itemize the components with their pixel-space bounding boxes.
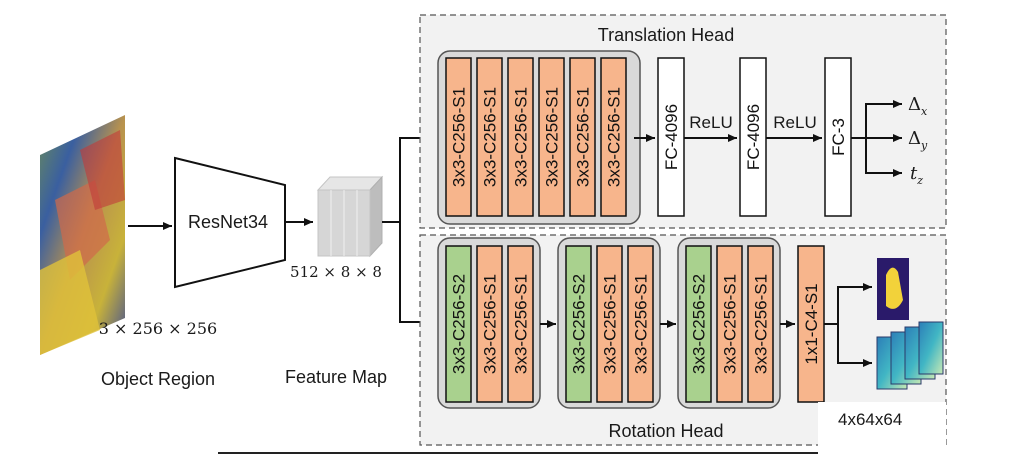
translation-conv-1-label: 3x3-C256-S1: [450, 87, 469, 187]
relu2-label: ReLU: [773, 113, 816, 132]
rotation-g3-conv-2-block: [716, 245, 743, 403]
arrow-to-coord-output: [837, 324, 872, 367]
rotation-g3-conv-1-block: [685, 245, 712, 403]
rotation-g3-conv-1-label: 3x3-C256-S2: [690, 274, 709, 374]
fc1-label: FC-4096: [662, 104, 681, 170]
rotation-head-title: Rotation Head: [608, 421, 723, 441]
arrow-to-dx: [865, 100, 902, 138]
translation-conv-5-label: 3x3-C256-S1: [574, 87, 593, 187]
translation-conv-2-block: [476, 57, 503, 217]
output-dy: Δy: [908, 128, 928, 152]
translation-conv-6-block: [600, 57, 627, 217]
rotation-g2-conv-1-block: [565, 245, 592, 403]
feature-map-cube: [316, 175, 384, 258]
rotation-g1-conv-3-block: [507, 245, 534, 403]
rotation-g3-conv-3-label: 3x3-C256-S1: [752, 274, 771, 374]
output-shape-label: 4x64x64: [838, 410, 902, 429]
rotation-g2-conv-3-block: [627, 245, 654, 403]
fc3-block: [824, 57, 852, 217]
translation-conv-4-block: [538, 57, 565, 217]
arrow-to-mask-output: [837, 283, 872, 324]
output-dx: Δx: [908, 94, 928, 118]
input-caption: Object Region: [101, 369, 215, 389]
final-conv-label: 1x1-C4-S1: [802, 283, 821, 364]
relu1-label: ReLU: [689, 113, 732, 132]
rotation-g1-conv-1-block: [445, 245, 472, 403]
translation-conv-6-label: 3x3-C256-S1: [605, 87, 624, 187]
fc1-block: [657, 57, 685, 217]
translation-conv-4-label: 3x3-C256-S1: [543, 87, 562, 187]
fc2-label: FC-4096: [744, 104, 763, 170]
rotation-g3-conv-2-label: 3x3-C256-S1: [721, 274, 740, 374]
rotation-g1-conv-2-block: [476, 245, 503, 403]
translation-conv-3-block: [507, 57, 534, 217]
feature-map-caption: Feature Map: [285, 367, 387, 387]
rotation-g2-conv-2-label: 3x3-C256-S1: [601, 274, 620, 374]
rotation-g1-conv-3-label: 3x3-C256-S1: [512, 274, 531, 374]
translation-conv-5-block: [569, 57, 596, 217]
input-shape-label: 3 × 256 × 256: [99, 319, 217, 338]
backbone-label: ResNet34: [188, 212, 268, 232]
translation-conv-1-block: [445, 57, 472, 217]
translation-conv-2-label: 3x3-C256-S1: [481, 87, 500, 187]
rotation-g1-conv-2-label: 3x3-C256-S1: [481, 274, 500, 374]
arrow-to-tz: [865, 138, 902, 177]
backbone-block: [174, 156, 286, 289]
rotation-g3-conv-3-block: [747, 245, 774, 403]
rotation-g1-conv-1-label: 3x3-C256-S2: [450, 274, 469, 374]
mask-output-image: [877, 258, 909, 320]
translation-head-title: Translation Head: [598, 25, 734, 45]
input-image: [40, 115, 125, 355]
output-tz: tz: [910, 163, 923, 187]
fc3-label: FC-3: [829, 118, 848, 156]
feature-map-shape: 512 × 8 × 8: [290, 263, 382, 281]
translation-conv-stack: 3x3-C256-S1 3x3-C256-S1 3x3-C256-S1 3x3-C25…: [445, 57, 627, 217]
rotation-g2-conv-3-label: 3x3-C256-S1: [632, 274, 651, 374]
coordinate-maps-output: [876, 321, 944, 390]
translation-conv-3-label: 3x3-C256-S1: [512, 87, 531, 187]
rotation-conv-stack: 3x3-C256-S2 3x3-C256-S1 3x3-C256-S1 3x3-C25…: [445, 245, 774, 403]
output-shape-patch: [818, 402, 946, 452]
rotation-g2-conv-1-label: 3x3-C256-S2: [570, 274, 589, 374]
rotation-g2-conv-2-block: [596, 245, 623, 403]
final-conv-block: [797, 245, 825, 403]
